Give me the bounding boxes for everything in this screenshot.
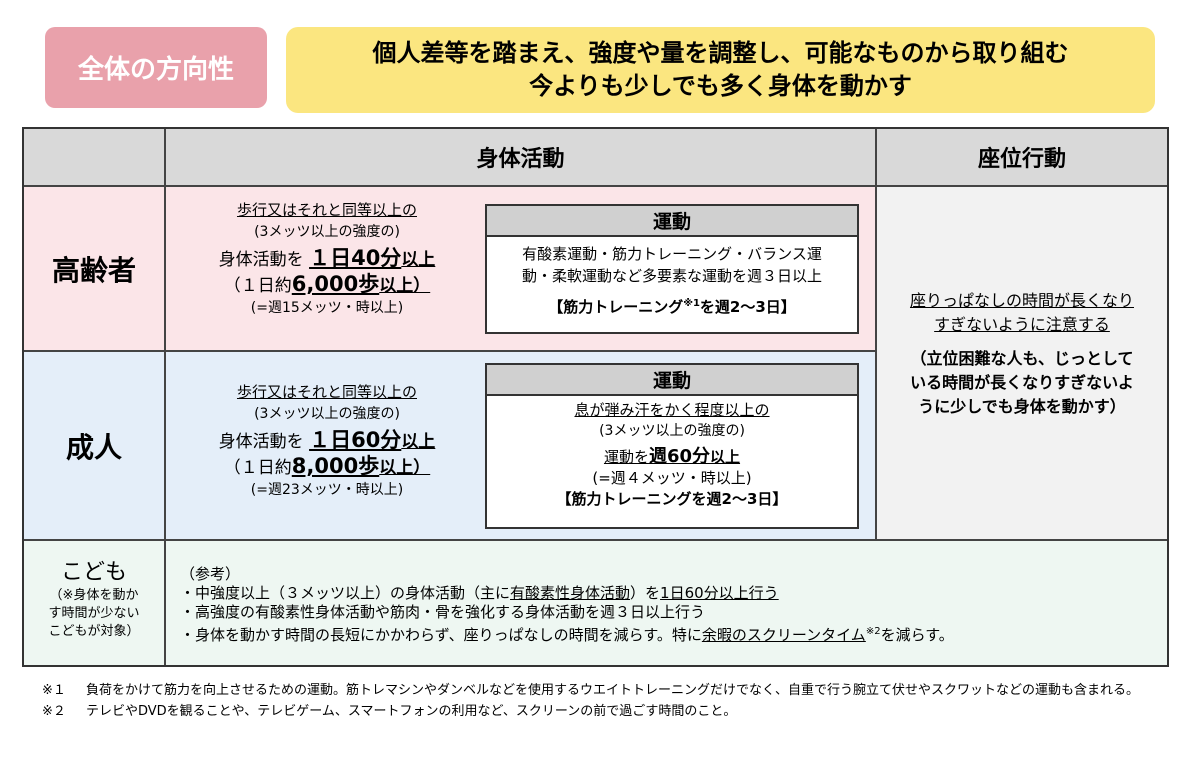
sedentary-line2: すぎないように注意する [934, 315, 1110, 334]
children-content-cell: （参考） ・中強度以上（３メッツ以上）の身体活動（主に有酸素性身体活動）を1日6… [166, 541, 1167, 665]
children-label: こども [60, 560, 127, 585]
row-label-children: こども （※身体を動か す時間が少ない こどもが対象） [24, 541, 166, 665]
row-label-adult: 成人 [24, 352, 166, 541]
adult-exercise-line4: (=週４メッツ・時以上) [592, 469, 752, 487]
elderly-activity-line2: (3メッツ以上の強度の) [254, 224, 400, 240]
sedentary-cell: 座りっぱなしの時間が長くなり すぎないように注意する （立位困難な人も、じっとし… [877, 187, 1167, 541]
sedentary-line1: 座りっぱなしの時間が長くなり [909, 291, 1134, 310]
direction-message: 個人差等を踏まえ、強度や量を調整し、可能なものから取り組む 今よりも少しでも多く… [286, 27, 1155, 113]
adult-exercise-line3: 運動を週60分以上 [603, 446, 741, 467]
footnote-1-text: 負荷をかけて筋力を向上させるための運動。筋トレマシンやダンベルなどを使用するウエ… [86, 683, 1140, 698]
adult-activity-line3: 身体活動を １日60分以上 [218, 428, 436, 452]
elderly-exercise-title: 運動 [487, 206, 857, 237]
adult-activity-cell: 歩行又はそれと同等以上の (3メッツ以上の強度の) 身体活動を １日60分以上 … [166, 352, 877, 541]
elderly-activity-text: 歩行又はそれと同等以上の (3メッツ以上の強度の) 身体活動を １日40分以上 … [166, 199, 488, 319]
adult-exercise-line2: (3メッツ以上の強度の) [599, 423, 745, 439]
children-label-group: こども （※身体を動か す時間が少ない こどもが対象） [24, 559, 164, 641]
children-item3: ・身体を動かす時間の長短にかかわらず、座りっぱなしの時間を減らす。特に余暇のスク… [180, 626, 954, 644]
adult-exercise-box: 運動 息が弾み汗をかく程度以上の (3メッツ以上の強度の) 運動を週60分以上 … [485, 363, 859, 529]
adult-exercise-line5: 【筋力トレーニングを週2～3日】 [556, 490, 788, 508]
children-ref: （参考） [180, 565, 241, 583]
physical-activity-header: 身体活動 [166, 129, 877, 187]
guideline-table: 身体活動 座位行動 高齢者 歩行又はそれと同等以上の (3メッツ以上の強度の) … [22, 127, 1169, 667]
adult-activity-line2: (3メッツ以上の強度の) [254, 406, 400, 422]
elderly-activity-line5: (=週15メッツ・時以上) [250, 300, 404, 316]
elderly-activity-line1: 歩行又はそれと同等以上の [236, 201, 417, 219]
corner-cell [24, 129, 166, 187]
elderly-activity-line4: （１日約6,000歩以上） [223, 272, 431, 296]
footnote-1: ※１ 負荷をかけて筋力を向上させるための運動。筋トレマシンやダンベルなどを使用す… [42, 682, 1172, 700]
elderly-exercise-line2: 動・柔軟運動など多要素な運動を週３日以上 [521, 267, 822, 285]
adult-activity-line4: （１日約8,000歩以上） [223, 454, 431, 478]
sedentary-note2: いる時間が長くなりすぎないよ [910, 373, 1134, 392]
elderly-exercise-box: 運動 有酸素運動・筋力トレーニング・バランス運 動・柔軟運動など多要素な運動を週… [485, 204, 859, 334]
footnote-2-text: テレビやDVDを観ることや、テレビゲーム、スマートフォンの利用など、スクリーンの… [86, 704, 737, 719]
adult-exercise-title: 運動 [487, 365, 857, 396]
children-sub1: （※身体を動か [49, 588, 139, 603]
elderly-activity-cell: 歩行又はそれと同等以上の (3メッツ以上の強度の) 身体活動を １日40分以上 … [166, 187, 877, 352]
adult-activity-line5: (=週23メッツ・時以上) [250, 482, 404, 498]
row-label-elderly: 高齢者 [24, 187, 166, 352]
direction-line-1: 個人差等を踏まえ、強度や量を調整し、可能なものから取り組む [372, 39, 1069, 67]
sedentary-text: 座りっぱなしの時間が長くなり すぎないように注意する （立位困難な人も、じっとし… [877, 289, 1167, 419]
adult-activity-line1: 歩行又はそれと同等以上の [236, 383, 417, 401]
elderly-activity-line3: 身体活動を １日40分以上 [218, 246, 436, 270]
direction-label: 全体の方向性 [45, 27, 267, 108]
footnotes: ※１ 負荷をかけて筋力を向上させるための運動。筋トレマシンやダンベルなどを使用す… [42, 682, 1172, 721]
sedentary-note1: （立位困難な人も、じっとして [910, 349, 1134, 368]
adult-exercise-line1: 息が弾み汗をかく程度以上の [574, 401, 770, 419]
adult-activity-text: 歩行又はそれと同等以上の (3メッツ以上の強度の) 身体活動を １日60分以上 … [166, 381, 488, 501]
children-list: （参考） ・中強度以上（３メッツ以上）の身体活動（主に有酸素性身体活動）を1日6… [180, 565, 1160, 645]
elderly-exercise-line3: 【筋力トレーニング※1を週2～3日】 [548, 298, 796, 316]
footnote-2-mark: ※２ [42, 704, 66, 719]
sedentary-note3: うに少しでも身体を動かす） [918, 397, 1126, 416]
footnote-1-mark: ※１ [42, 683, 66, 698]
children-item1: ・中強度以上（３メッツ以上）の身体活動（主に有酸素性身体活動）を1日60分以上行… [180, 584, 779, 602]
elderly-exercise-line1: 有酸素運動・筋力トレーニング・バランス運 [522, 245, 822, 263]
footnote-2: ※２ テレビやDVDを観ることや、テレビゲーム、スマートフォンの利用など、スクリ… [42, 703, 1172, 721]
children-sub2: す時間が少ない [48, 606, 140, 621]
children-item2: ・高強度の有酸素性身体活動や筋肉・骨を強化する身体活動を週３日以上行う [180, 603, 706, 621]
direction-line-2: 今よりも少しでも多く身体を動かす [529, 72, 912, 100]
sedentary-header: 座位行動 [877, 129, 1167, 187]
children-sub3: こどもが対象） [48, 624, 140, 639]
